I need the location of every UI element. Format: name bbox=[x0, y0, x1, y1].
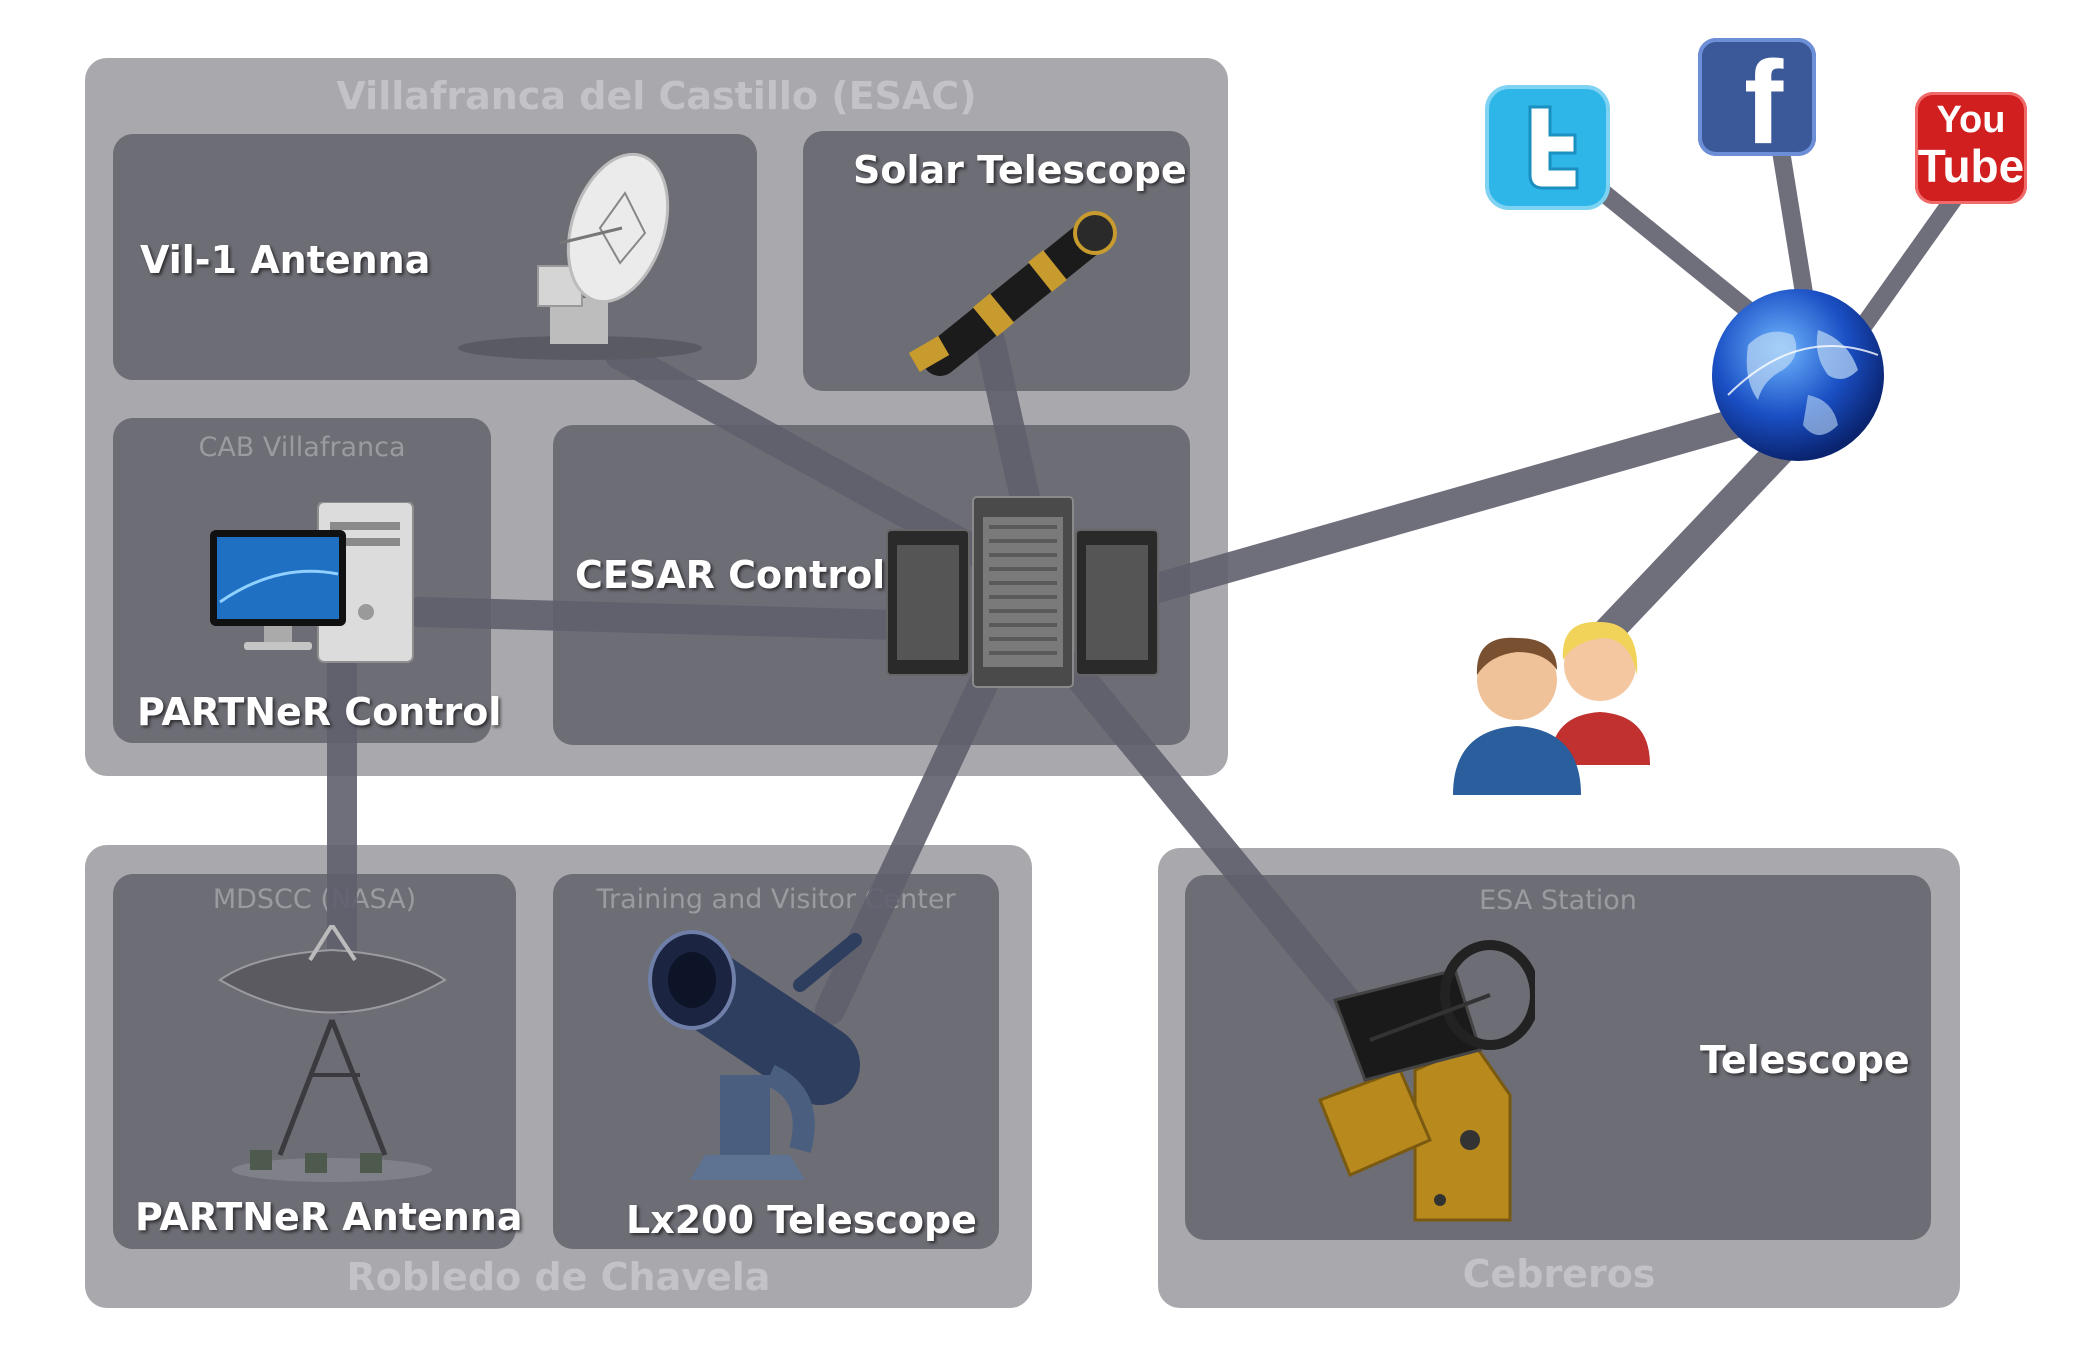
dish-antenna-icon bbox=[218, 925, 447, 1182]
solar-telescope-icon bbox=[908, 211, 1117, 376]
label-cesar-control: CESAR Control bbox=[575, 553, 886, 597]
youtube-text-top: You bbox=[1936, 99, 2006, 141]
panel-sub-cab: CAB Villafranca bbox=[198, 432, 406, 463]
panel-sub-mdscc: MDSCC (NASA) bbox=[212, 884, 417, 915]
label-partner-antenna: PARTNeR Antenna bbox=[135, 1195, 523, 1239]
label-partner-control: PARTNeR Control bbox=[137, 690, 502, 734]
link-solar-cesar bbox=[975, 325, 1045, 535]
facebook-letter: f bbox=[1744, 38, 1784, 156]
region-title-robledo: Robledo de Chavela bbox=[346, 1255, 771, 1299]
label-solar-telescope: Solar Telescope bbox=[853, 148, 1187, 192]
label-telescope: Telescope bbox=[1700, 1038, 1910, 1082]
panel-sub-esa-station: ESA Station bbox=[1479, 885, 1637, 916]
link-globe-users bbox=[1585, 425, 1805, 655]
link-globe-youtube bbox=[1841, 181, 1969, 354]
facebook-icon[interactable]: f bbox=[1698, 38, 1816, 156]
radio-antenna-icon bbox=[458, 152, 702, 360]
youtube-icon[interactable]: You Tube bbox=[1915, 92, 2027, 204]
workstation-computer-icon bbox=[210, 502, 414, 663]
region-title-esac: Villafranca del Castillo (ESAC) bbox=[336, 74, 977, 118]
link-cesar-globe bbox=[1135, 400, 1780, 605]
twitter-icon[interactable] bbox=[1485, 85, 1610, 210]
server-rack-icon bbox=[886, 496, 1159, 688]
link-partner-control-cesar bbox=[405, 597, 915, 640]
robotic-telescope-icon bbox=[1318, 940, 1535, 1222]
lx200-telescope-icon bbox=[648, 930, 862, 1180]
globe-internet-icon bbox=[1712, 289, 1884, 461]
label-lx200-telescope: Lx200 Telescope bbox=[626, 1198, 977, 1242]
label-vil1-antenna: Vil-1 Antenna bbox=[140, 238, 431, 282]
youtube-text-bottom: Tube bbox=[1917, 140, 2025, 192]
link-cesar-lx200 bbox=[815, 665, 1000, 1025]
users-icon bbox=[1453, 621, 1650, 795]
link-cesar-telescope bbox=[1055, 650, 1385, 1045]
region-title-cebreros: Cebreros bbox=[1462, 1252, 1656, 1296]
